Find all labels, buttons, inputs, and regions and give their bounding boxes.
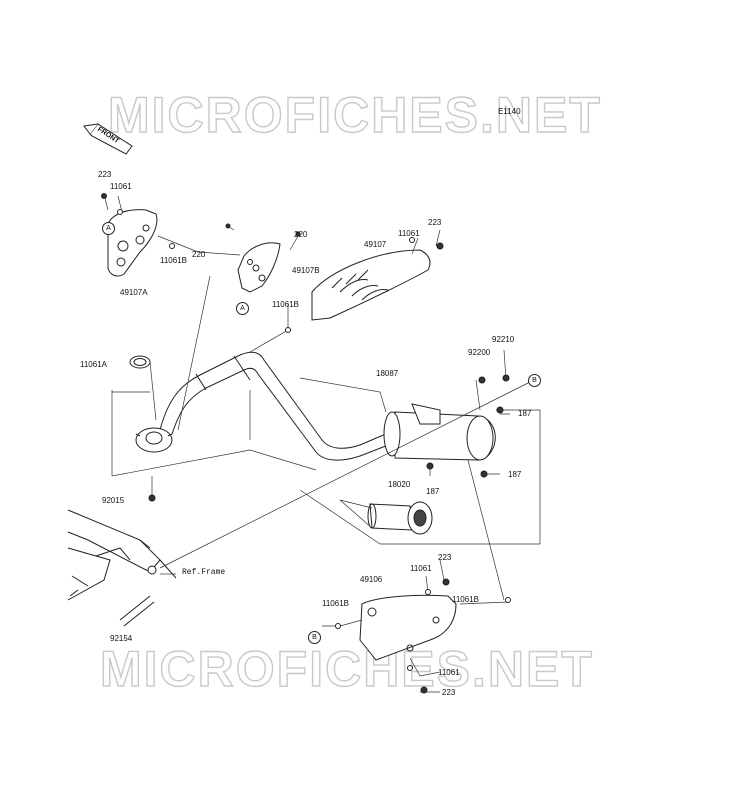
heat-guard-49107: [311, 249, 431, 321]
part-11061-right: 11061: [398, 229, 420, 238]
gasket-11061a: [129, 355, 151, 369]
ref-frame-label: Ref.Frame: [182, 568, 226, 577]
part-223-top: 223: [98, 170, 112, 179]
watermark-top: MICROFICHES.NET: [107, 86, 602, 143]
bolt-92154: [119, 595, 155, 627]
part-11061b-right: 11061B: [452, 595, 479, 604]
heat-guard-49107a: [107, 209, 158, 277]
part-220-right: 220: [294, 230, 308, 239]
part-92210: 92210: [492, 335, 515, 344]
watermark-bottom: MICROFICHES.NET: [99, 640, 594, 697]
front-arrow-icon: [83, 123, 133, 155]
frame-bracket: [67, 509, 177, 601]
part-187-b: 187: [426, 487, 440, 496]
part-49107a: 49107A: [120, 288, 148, 297]
part-11061b-low: 11061B: [322, 599, 349, 608]
spark-arrester-18020: [367, 501, 433, 535]
diagram-code: E1140: [498, 107, 521, 116]
part-11061-top: 11061: [110, 182, 132, 191]
heat-guard-49106: [359, 594, 457, 661]
part-220-left: 220: [192, 250, 206, 259]
part-187-a: 187: [518, 409, 532, 418]
part-18087: 18087: [376, 369, 399, 378]
heat-guard-49107b: [237, 242, 281, 293]
muffler-18087: [383, 403, 496, 461]
callout-b-top: B: [528, 374, 541, 387]
part-223-low: 223: [438, 553, 452, 562]
part-49107: 49107: [364, 240, 387, 249]
part-11061-bottom: 11061: [438, 668, 460, 677]
part-11061a: 11061A: [80, 360, 107, 369]
part-92200: 92200: [468, 348, 491, 357]
part-18020: 18020: [388, 480, 411, 489]
part-11061-low: 11061: [410, 564, 432, 573]
callout-a-right: A: [236, 302, 249, 315]
part-92015: 92015: [102, 496, 125, 505]
exhaust-flange: [135, 427, 173, 453]
part-49107b: 49107B: [292, 266, 320, 275]
part-223-bottom: 223: [442, 688, 456, 697]
part-11061b-left: 11061B: [160, 256, 187, 265]
callout-b-bottom: B: [308, 631, 321, 644]
callout-a-left: A: [102, 222, 115, 235]
exhaust-pipe-18087: [159, 351, 397, 461]
part-11061b-mid: 11061B: [272, 300, 299, 309]
part-223-right: 223: [428, 218, 442, 227]
part-49106: 49106: [360, 575, 383, 584]
part-92154: 92154: [110, 634, 133, 643]
part-187-c: 187: [508, 470, 522, 479]
